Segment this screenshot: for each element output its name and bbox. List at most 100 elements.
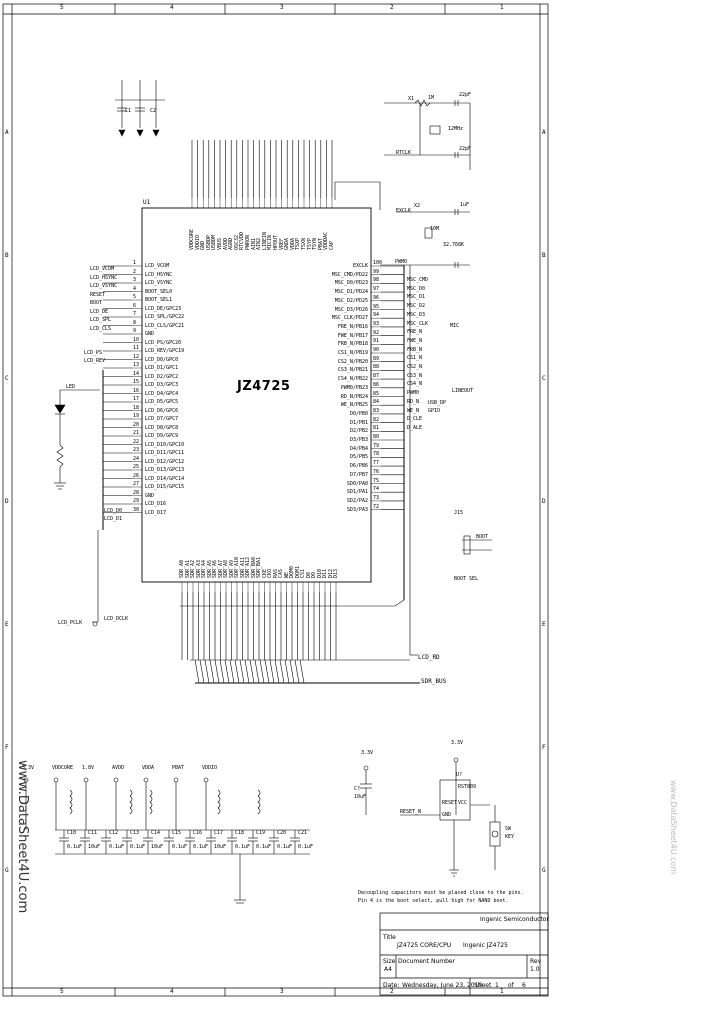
net-label-right: FRB_N bbox=[407, 346, 423, 353]
tb-of-label: of bbox=[508, 982, 514, 989]
net-label-rtclk: RTCLK bbox=[396, 150, 412, 156]
pin-label-top: CAP bbox=[329, 240, 335, 250]
pin-label-right: D0/PB0 bbox=[349, 410, 368, 417]
osc-freq2: 32.768K bbox=[443, 242, 465, 248]
pin-number-right: 84 bbox=[373, 399, 380, 406]
power-pin-icon bbox=[203, 777, 209, 783]
pin-label-left: LCD_D4/GPC4 bbox=[145, 390, 179, 397]
cap-value: 0.1uF bbox=[130, 844, 146, 850]
pin-number-right: 72 bbox=[373, 503, 380, 510]
tb-date: Wednesday, June 23, 2010 bbox=[402, 982, 483, 989]
pin-label-right: RD_N/PB24 bbox=[340, 393, 368, 400]
reset-sw-val: KEY bbox=[505, 834, 515, 840]
osc-label-x1: X1 bbox=[408, 96, 415, 102]
pin-number-left: 1 bbox=[133, 260, 137, 266]
cap-ref: C10 bbox=[67, 830, 77, 836]
cap-value: 0.1uF bbox=[67, 844, 83, 850]
net-label-lcd-rd: LCD_RD bbox=[418, 654, 440, 661]
tb-size: A4 bbox=[384, 966, 392, 973]
net-label-left: LCD_SPL bbox=[90, 317, 112, 323]
pin-label-right: FRE_N/PB16 bbox=[337, 323, 368, 330]
pin-number-right: 97 bbox=[373, 286, 380, 293]
pin-number-right: 88 bbox=[373, 364, 380, 371]
power-pin-icon bbox=[143, 777, 149, 783]
pin-label-left: LCD_VCOM bbox=[145, 263, 170, 269]
reset-cap-val: 10uF bbox=[354, 794, 367, 800]
pin-label-right: MSC_D2/PD25 bbox=[334, 297, 368, 304]
pin-number-right: 98 bbox=[373, 277, 380, 284]
pin-label-right: D3/PB3 bbox=[349, 437, 368, 443]
note-2: Pin 4 is the boot select, pull high for … bbox=[358, 898, 509, 904]
inductor-icon bbox=[257, 789, 261, 815]
net-label-left: LCD_HSYNC bbox=[90, 274, 118, 281]
pin-label-right: D4/PB4 bbox=[349, 445, 368, 452]
pin-number-left: 8 bbox=[133, 319, 137, 326]
bus-entry bbox=[224, 659, 230, 684]
net-label-right: MSC_D3 bbox=[407, 311, 426, 318]
net-label-right: MSC_D0 bbox=[407, 285, 426, 292]
inductor-icon bbox=[149, 789, 153, 815]
net-label-left: LCD_VSYNC bbox=[90, 283, 118, 289]
pin-number-left: 15 bbox=[133, 379, 140, 385]
pin-label-left: GND bbox=[145, 492, 155, 499]
watermark-left: www.DataSheet4U.com bbox=[15, 760, 30, 914]
border-left-mark: G bbox=[5, 867, 9, 874]
tb-rev: 1.0 bbox=[530, 966, 540, 973]
border-bottom-mark: 5 bbox=[60, 988, 64, 995]
reset-sw: SW bbox=[505, 826, 512, 832]
pin-label-left: LCD_REV/GPC19 bbox=[145, 348, 185, 354]
bus-entry bbox=[249, 659, 255, 684]
pin-label-right: MSC_D3/PD26 bbox=[334, 306, 368, 313]
pin-label-right: CS4_N/PB22 bbox=[337, 376, 368, 383]
chip-name: JZ4725 bbox=[237, 379, 291, 394]
net-label-right: MSC_D2 bbox=[407, 303, 426, 310]
cap-value: 0.1uF bbox=[172, 844, 188, 850]
net-label-gpio: GPIO bbox=[428, 408, 441, 414]
pin-label-left: LCD_D8/GPC8 bbox=[145, 424, 179, 431]
bottom-power-label: PBAT bbox=[172, 765, 185, 771]
net-label-lcd-d1: LCD_D1 bbox=[104, 516, 123, 522]
pin-number-right: 81 bbox=[373, 425, 380, 432]
bus-entry bbox=[204, 659, 210, 684]
bus-right-tail bbox=[180, 599, 405, 607]
bottom-power-label: 3.3V bbox=[22, 765, 35, 771]
tb-title: JZ4725 CORE/CPU bbox=[397, 942, 452, 949]
net-label-sdr-bus: SDR_BUS bbox=[421, 678, 447, 685]
pin-number-left: 23 bbox=[133, 447, 140, 453]
tb-of: 6 bbox=[522, 982, 526, 989]
osc-freq1: 12MHz bbox=[448, 126, 464, 132]
net-label-right: CS4_N bbox=[407, 381, 423, 388]
pin-label-bottom: D13 bbox=[333, 568, 339, 578]
osc-label-r1: 1M bbox=[428, 95, 435, 101]
pin-label-left: LCD_SPL/GPC22 bbox=[145, 314, 185, 320]
pin-label-right: EXCLK bbox=[352, 263, 368, 269]
bus-entry bbox=[194, 659, 200, 684]
pin-number-left: 11 bbox=[133, 345, 140, 351]
pin-number-right: 100 bbox=[373, 260, 383, 266]
sheet-border bbox=[2, 3, 549, 997]
pin-label-left: LCD_DE/GPC23 bbox=[145, 305, 182, 312]
pin-number-right: 79 bbox=[373, 442, 380, 449]
pin-number-left: 22 bbox=[133, 438, 140, 445]
pin-number-right: 75 bbox=[373, 477, 380, 484]
pin-number-right: 89 bbox=[373, 355, 380, 362]
net-label-right: PWM0 bbox=[407, 390, 420, 397]
osc-label-c2: 22pF bbox=[459, 146, 472, 152]
pin-number-right: 86 bbox=[373, 381, 380, 388]
pin-number-right: 95 bbox=[373, 303, 380, 310]
cap-ref: C14 bbox=[151, 830, 161, 836]
net-label-exclk: EXCLK bbox=[396, 208, 412, 214]
pin-number-right: 73 bbox=[373, 494, 380, 501]
net-label-left: LCD_VCOM bbox=[90, 266, 115, 272]
pin-label-right: D6/PB6 bbox=[349, 463, 368, 470]
border-left-mark: C bbox=[5, 375, 9, 382]
cap-value: 0.1uF bbox=[193, 844, 209, 850]
net-label-lcd-rev: LCD_REV bbox=[84, 358, 106, 364]
resistor-icon bbox=[414, 99, 431, 107]
arrow-icon bbox=[152, 129, 160, 137]
pin-label-left: LCD_VSYNC bbox=[145, 280, 173, 286]
pin-number-right: 80 bbox=[373, 434, 380, 440]
net-label-lcd-ps: LCD_PS bbox=[84, 350, 103, 356]
pin-label-right: D1/PB1 bbox=[349, 419, 368, 426]
net-label-right: CS2_N bbox=[407, 364, 423, 370]
